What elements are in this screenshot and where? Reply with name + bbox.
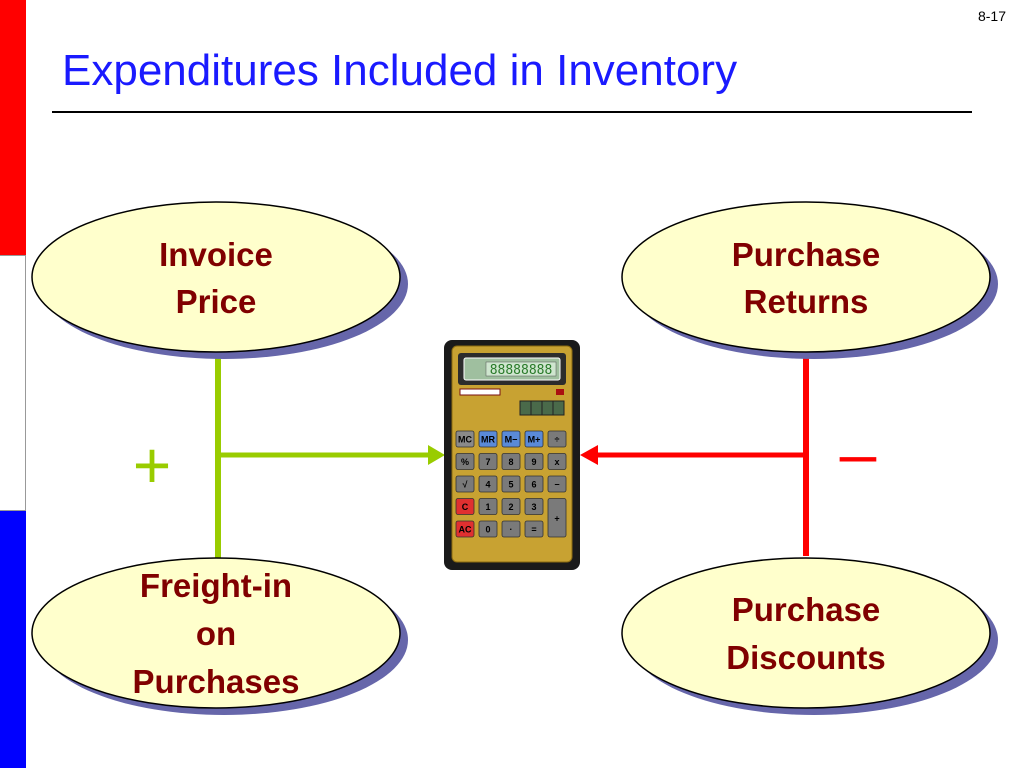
calculator-key-label: MC	[458, 435, 472, 445]
oval-label-line: Discounts	[726, 639, 886, 676]
calculator-key-label: 0	[485, 525, 490, 535]
calculator-key	[524, 520, 544, 538]
calculator-icon: 88888888 MC MR M− M+ ÷% 7 8 9 x √ 4 5 6 − C 1 2 3 + AC 0 · =	[444, 340, 580, 570]
calculator-key-label: 4	[485, 480, 490, 490]
oval-label-line: Freight-in	[140, 567, 292, 604]
calculator-key-label: ÷	[555, 435, 560, 445]
minus-sign: –	[840, 416, 877, 490]
calculator-key	[455, 520, 475, 538]
calculator-key	[501, 453, 521, 470]
calculator-key	[524, 430, 544, 448]
calculator-key-label: x	[554, 457, 559, 467]
subtract-connectors	[580, 352, 809, 556]
calculator-key-label: ·	[510, 525, 513, 535]
calculator-keypad: MC MR M− M+ ÷% 7 8 9 x √ 4 5 6 − C 1 2 3 + AC 0 · =	[455, 430, 567, 538]
oval-invoice-price: Invoice Price	[31, 201, 408, 359]
calculator-key	[478, 453, 498, 470]
calculator-key	[455, 430, 475, 448]
calculator-key-label: 1	[485, 502, 490, 512]
calculator-key-label: +	[554, 513, 559, 523]
oval-purchase-discounts: Purchase Discounts	[621, 557, 998, 715]
calculator-key	[501, 498, 521, 515]
oval-freight-in: Freight-in on Purchases	[31, 557, 408, 715]
calculator-key	[501, 520, 521, 538]
subtract-arrow-head	[580, 445, 598, 465]
calculator-key-label: M−	[505, 435, 518, 445]
oval-label-line: Purchases	[133, 663, 300, 700]
oval-label-line: Purchase	[732, 591, 881, 628]
calculator-key	[524, 453, 544, 470]
calculator-key-label: =	[531, 525, 536, 535]
calculator-key-label: C	[462, 502, 469, 512]
calculator-key	[455, 498, 475, 515]
calculator-key-label: 9	[531, 457, 536, 467]
oval-label-line: on	[196, 615, 236, 652]
calculator-display: 88888888	[490, 363, 553, 378]
calculator-key	[524, 498, 544, 515]
calculator-key-label: %	[461, 457, 469, 467]
flag-stripe-white	[0, 255, 26, 511]
calculator-key	[455, 475, 475, 493]
calculator-key	[524, 475, 544, 493]
calculator-key	[547, 498, 567, 538]
title-underline	[52, 111, 972, 113]
calculator-key-label: −	[554, 480, 559, 490]
oval-label-line: Price	[176, 283, 257, 320]
calculator-key-label: 6	[531, 480, 536, 490]
calculator-key	[478, 498, 498, 515]
calculator-key	[501, 475, 521, 493]
add-connectors	[215, 352, 445, 560]
calculator-key	[547, 453, 567, 470]
calculator-key	[478, 430, 498, 448]
oval-purchase-returns: Purchase Returns	[621, 201, 998, 359]
calculator-key	[547, 475, 567, 493]
calculator-key-label: MR	[481, 435, 495, 445]
calculator-key-label: √	[463, 480, 468, 490]
flag-stripe-red	[0, 0, 26, 255]
calculator-key-label: AC	[459, 525, 472, 535]
oval-label-line: Returns	[744, 283, 869, 320]
calculator-key-label: 5	[508, 480, 513, 490]
calculator-key-label: 2	[508, 502, 513, 512]
oval-label-line: Purchase	[732, 236, 881, 273]
slide-title: Expenditures Included in Inventory	[62, 46, 738, 95]
calculator-key	[501, 430, 521, 448]
add-arrow-head	[428, 445, 445, 465]
calculator-key-label: 8	[508, 457, 513, 467]
flag-stripe-blue	[0, 511, 26, 768]
calculator-key	[478, 475, 498, 493]
calculator-key-label: 7	[485, 457, 490, 467]
calculator-key	[547, 430, 567, 448]
slide-number: 8-17	[977, 8, 1006, 24]
calculator-key	[478, 520, 498, 538]
calculator-key	[455, 453, 475, 470]
calculator-key-label: 3	[531, 502, 536, 512]
calculator-key-label: M+	[528, 435, 541, 445]
plus-sign: +	[133, 428, 172, 502]
oval-label-line: Invoice	[159, 236, 273, 273]
